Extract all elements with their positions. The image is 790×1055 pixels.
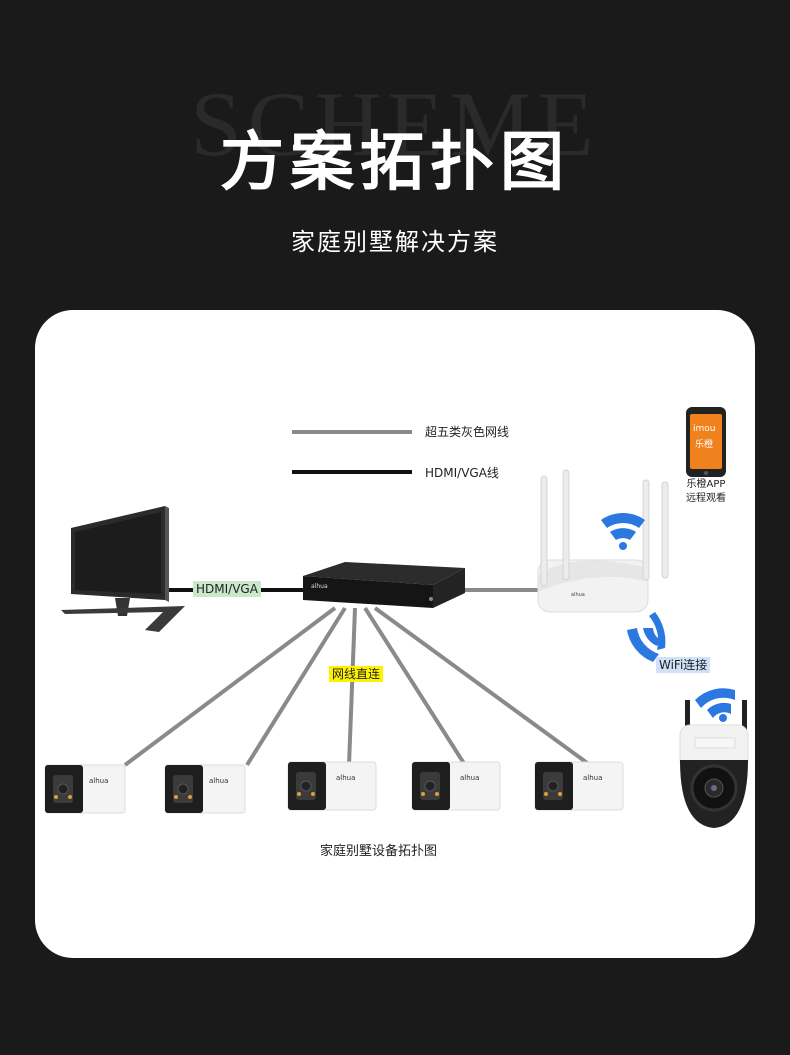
wifi-router-icon: alhua [537,469,669,613]
camera-4: alhua [411,761,501,811]
app-caption-line1: 乐橙APP [686,479,726,490]
wifi-icon-link [627,612,666,662]
cable-camera-3 [347,607,357,766]
camera-5: alhua [534,761,624,811]
camera-2: alhua [164,764,246,814]
background-scheme-word: SCHEME [190,73,600,175]
cable-camera-2 [245,606,347,767]
diagram-caption: 家庭别墅设备拓扑图 [320,844,438,859]
hdmi-link-text: HDMI/VGA [193,581,261,597]
topology-diagram: alhua alhua [44,407,749,828]
hdmi-link-label: HDMI/VGA [193,581,261,597]
wifi-icon-router [601,512,645,550]
topology-card: alhua alhua [35,310,755,958]
app-logo-cn: 乐橙 [695,438,713,450]
camera-3: alhua [287,761,377,811]
app-caption: 乐橙APP 远程观看 [678,478,734,506]
page-subtitle: 家庭别墅解决方案 [291,228,499,256]
svg-text:alhua: alhua [583,774,602,782]
cable-direct-label: 网线直连 [329,665,384,682]
cable-camera-1 [123,606,337,767]
svg-text:alhua: alhua [571,592,585,598]
cable-camera-5 [373,606,592,767]
phone-app-icon: imou 乐橙 [686,407,726,477]
wifi-link-label: WiFi连接 [656,656,711,673]
app-logo-en: imou [693,424,715,434]
monitor-icon [61,506,185,632]
cable-direct-text: 网线直连 [329,666,384,682]
camera-1: alhua [44,764,126,814]
svg-text:alhua: alhua [89,777,108,785]
cable-camera-4 [363,606,467,767]
ptz-camera-icon [679,700,749,828]
svg-text:alhua: alhua [209,777,228,785]
legend-gray-label: 超五类灰色网线 [425,425,510,439]
wifi-icon-camera [695,688,735,722]
wifi-link-text: WiFi连接 [656,657,711,673]
svg-text:alhua: alhua [336,774,355,782]
nvr-recorder-icon: alhua [303,562,465,608]
network-cables [123,588,592,767]
page-title: 方案拓扑图 [220,126,570,200]
svg-text:alhua: alhua [460,774,479,782]
app-caption-line2: 远程观看 [686,493,726,504]
legend-black-label: HDMI/VGA线 [425,466,499,480]
nvr-brand-label: alhua [311,583,328,590]
